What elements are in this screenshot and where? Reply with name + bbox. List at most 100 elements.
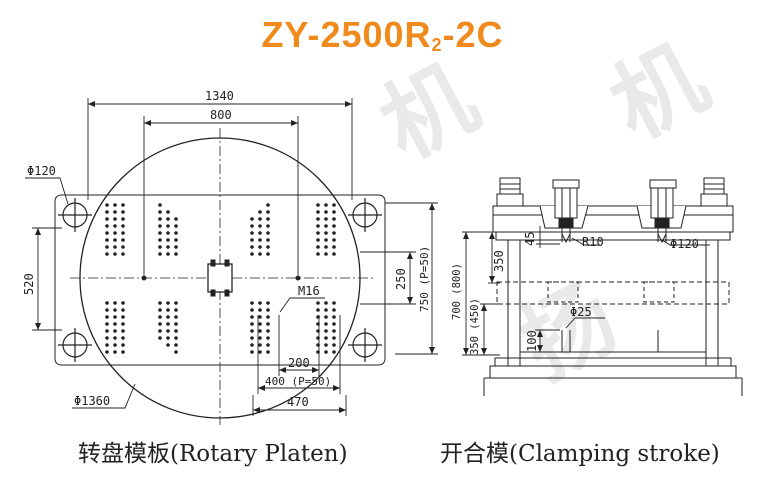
tapped-hole [332,217,336,221]
tapped-hole [266,210,270,214]
tapped-hole [332,322,336,326]
tapped-hole [174,308,178,312]
tapped-hole [174,252,178,256]
dim-800: 800 [210,108,232,122]
dim-750: 750 (P=50) [418,246,431,312]
tapped-hole [174,322,178,326]
tapped-hole [105,203,109,207]
tapped-hole [158,252,162,256]
tapped-hole [105,329,109,333]
tapped-hole [258,336,262,340]
tapped-hole [332,301,336,305]
top-plate [492,205,734,233]
tapped-hole [250,224,254,228]
tapped-hole [332,203,336,207]
tapped-hole [105,231,109,235]
tapped-hole [316,210,320,214]
tapped-hole [266,343,270,347]
tapped-hole [121,329,125,333]
tapped-hole [158,203,162,207]
tapped-hole [332,224,336,228]
tapped-hole [258,231,262,235]
dim-100: 100 [525,330,539,352]
tapped-hole [316,301,320,305]
tapped-hole [105,252,109,256]
tapped-hole [250,308,254,312]
tapped-hole [121,336,125,340]
tapped-hole [158,217,162,221]
tapped-hole [121,210,125,214]
tapped-hole [166,231,170,235]
corner-holes [58,198,382,362]
tapped-hole [266,315,270,319]
tapped-hole [266,224,270,228]
tapped-hole [121,252,125,256]
tie-bar-left [507,239,521,367]
tapped-hole [166,210,170,214]
title-suffix: -2C [442,14,504,55]
tapped-hole [324,217,328,221]
tapped-hole [266,336,270,340]
dim-520: 520 [22,273,36,295]
rotary-platen-drawing [54,128,386,425]
tapped-hole [324,245,328,249]
tapped-hole [113,301,117,305]
tapped-hole [166,238,170,242]
tapped-hole [174,238,178,242]
tie-bar-right [705,239,719,367]
tapped-hole [105,217,109,221]
tapped-hole [158,336,162,340]
tapped-hole [158,238,162,242]
tapped-hole [324,322,328,326]
clamping-dimension-labels: 45 R10 Φ120 350 700 (800) 350 (450) Φ25 … [451,232,699,355]
tapped-hole [266,252,270,256]
tapped-hole [174,350,178,354]
tapped-hole [158,322,162,326]
tapped-hole [158,224,162,228]
tapped-hole [121,224,125,228]
tapped-hole [266,350,270,354]
tapped-hole [332,336,336,340]
tapped-hole [324,238,328,242]
tapped-hole [174,224,178,228]
tapped-hole [113,336,117,340]
tapped-hole [113,343,117,347]
tapped-hole [166,343,170,347]
tapped-hole [250,315,254,319]
tapped-hole [158,329,162,333]
tapped-hole [324,301,328,305]
tapped-hole [174,315,178,319]
tapped-hole [174,231,178,235]
tapped-hole [258,329,262,333]
tapped-hole [113,217,117,221]
tapped-hole [316,238,320,242]
base-platen [519,351,707,359]
tapped-hole [121,231,125,235]
tapped-hole [105,224,109,228]
tapped-hole [121,245,125,249]
tapped-hole [158,210,162,214]
tapped-hole [258,322,262,326]
tapped-hole [174,245,178,249]
tapped-hole [258,350,262,354]
tapped-hole [332,238,336,242]
tapped-hole [324,224,328,228]
tapped-hole [250,350,254,354]
tapped-hole [166,322,170,326]
tapped-hole [266,231,270,235]
tapped-hole [113,231,117,235]
platen-dimensions [25,98,438,416]
tapped-hole [105,238,109,242]
dim-1340: 1340 [205,89,234,103]
tapped-hole [324,308,328,312]
tapped-hole [316,231,320,235]
platen-dimension-labels: 1340 800 Φ120 520 250 750 (P=50) M16 200… [22,89,431,409]
tapped-hole [166,308,170,312]
tapped-hole [121,315,125,319]
tapped-hole [324,350,328,354]
tapped-hole [113,252,117,256]
tapped-hole [258,217,262,221]
dim-phi120: Φ120 [27,164,56,178]
tapped-hole-pattern [105,203,336,354]
tapped-hole [121,322,125,326]
